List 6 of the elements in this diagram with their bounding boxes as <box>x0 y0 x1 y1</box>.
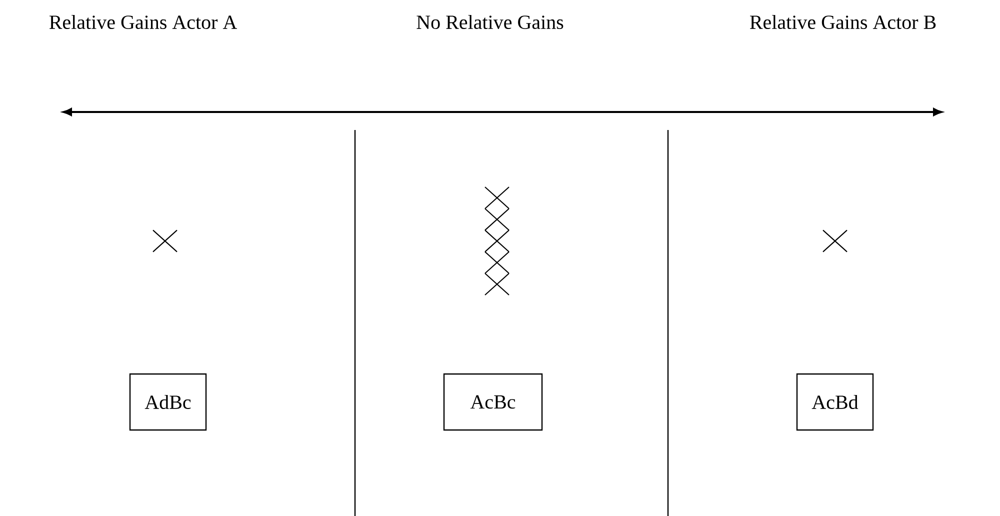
scale-label: Relative Gains Actor B <box>750 14 936 30</box>
scale-label: Relative Gains Actor A <box>49 14 237 30</box>
outcome-box: AcBc <box>443 373 543 431</box>
outcome-box: AcBd <box>796 373 874 431</box>
scale-label: No Relative Gains <box>416 14 564 30</box>
outcome-box: AdBc <box>129 373 207 431</box>
